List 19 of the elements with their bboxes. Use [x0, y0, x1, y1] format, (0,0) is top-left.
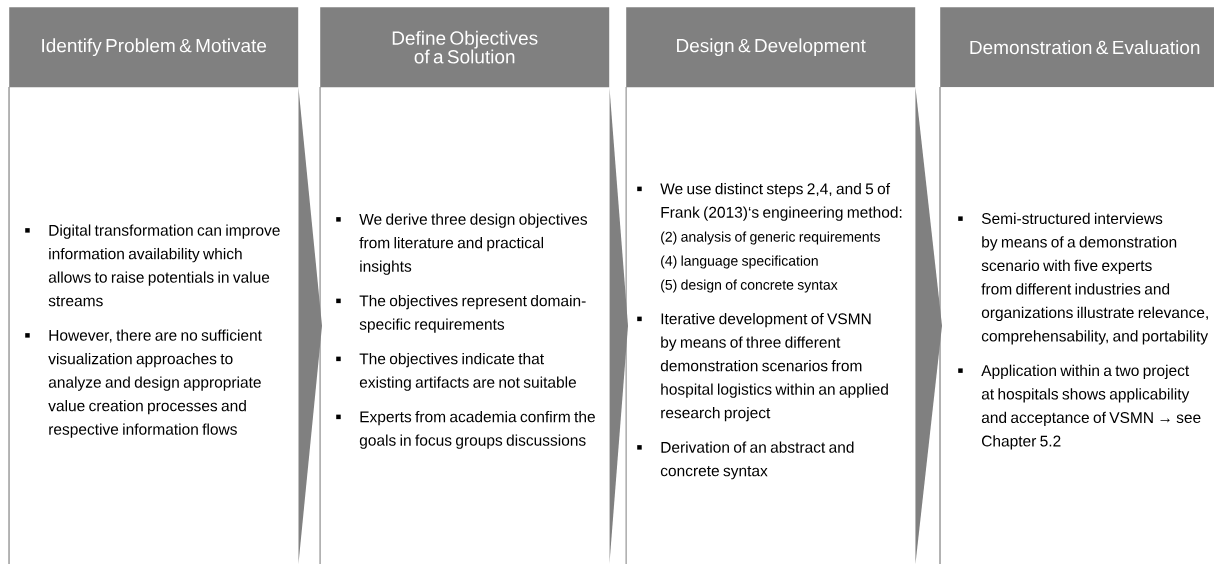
bullet-item: Digital transformation can improve information availability which allows to raise potentials in value streams	[25, 224, 280, 307]
header-band: Identify Problem & Motivate	[9, 7, 299, 88]
bullet-item: We use distinct steps 2,4, and 5 of Frank (2013)‘s engineering method:	[637, 182, 902, 221]
bullet-item: Iterative development of VSMN by means of three different demonstration scenarios from hospital logistics within an applied research project	[637, 312, 888, 422]
bullet-item: The objectives indicate that existing artifacts are not suitable	[336, 352, 576, 391]
chevron-arrow	[915, 87, 942, 564]
header-band: Demonstration & Evaluation	[940, 7, 1214, 88]
header-band: Design & Development	[626, 7, 916, 88]
bullet-item: However, there are no sufficient visualization approaches to analyze and design appropriate value creation processes and respective information flows	[25, 329, 262, 438]
header-band: Define Objectives of a Solution	[320, 7, 610, 88]
bullet-item: The objectives represent domain-specific requirements	[336, 294, 586, 333]
bullet-item: Application within a two project at hospitals shows applicability and acceptance of VSMN → see Chapter 5.2	[958, 364, 1201, 450]
bullet-item: Derivation of an abstract and concrete syntax	[637, 441, 854, 480]
bullet-item: Experts from academia confirm the goals in focus groups discussions	[336, 410, 595, 449]
sub-item: (5) design of concrete syntax	[661, 279, 838, 293]
bullet-item: We derive three design objectives from literature and practical insights	[336, 213, 588, 275]
sub-item: (2) analysis of generic requirements	[661, 231, 880, 245]
sub-item: (4) language specification	[661, 255, 818, 269]
bullet-item: Semi-structured interviews by means of a demonstration scenario with five experts from different industries and organizations illustrate relevance, comprehensability, and portability	[958, 212, 1209, 345]
